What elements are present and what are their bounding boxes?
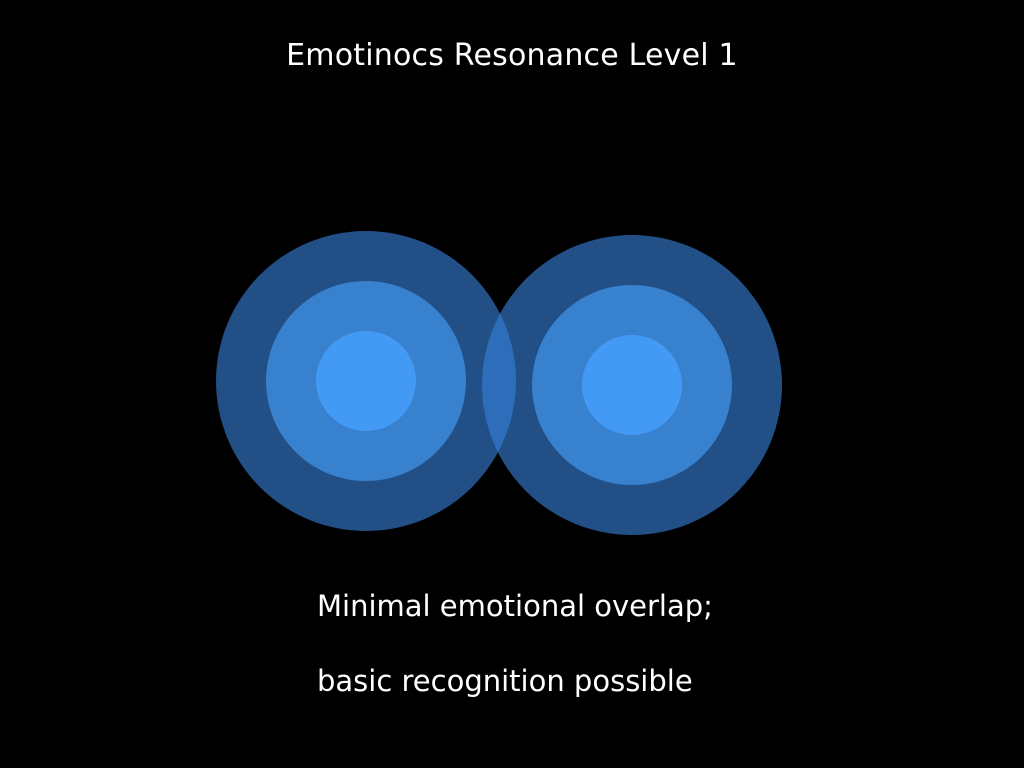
left-inner-ring xyxy=(316,331,416,431)
left-ring-group xyxy=(216,231,516,531)
caption-line-2: basic recognition possible xyxy=(317,664,693,698)
diagram-title: Emotinocs Resonance Level 1 xyxy=(286,38,738,73)
right-ring-group xyxy=(482,235,782,535)
right-inner-ring xyxy=(582,335,682,435)
caption-line-1: Minimal emotional overlap; xyxy=(317,589,713,623)
